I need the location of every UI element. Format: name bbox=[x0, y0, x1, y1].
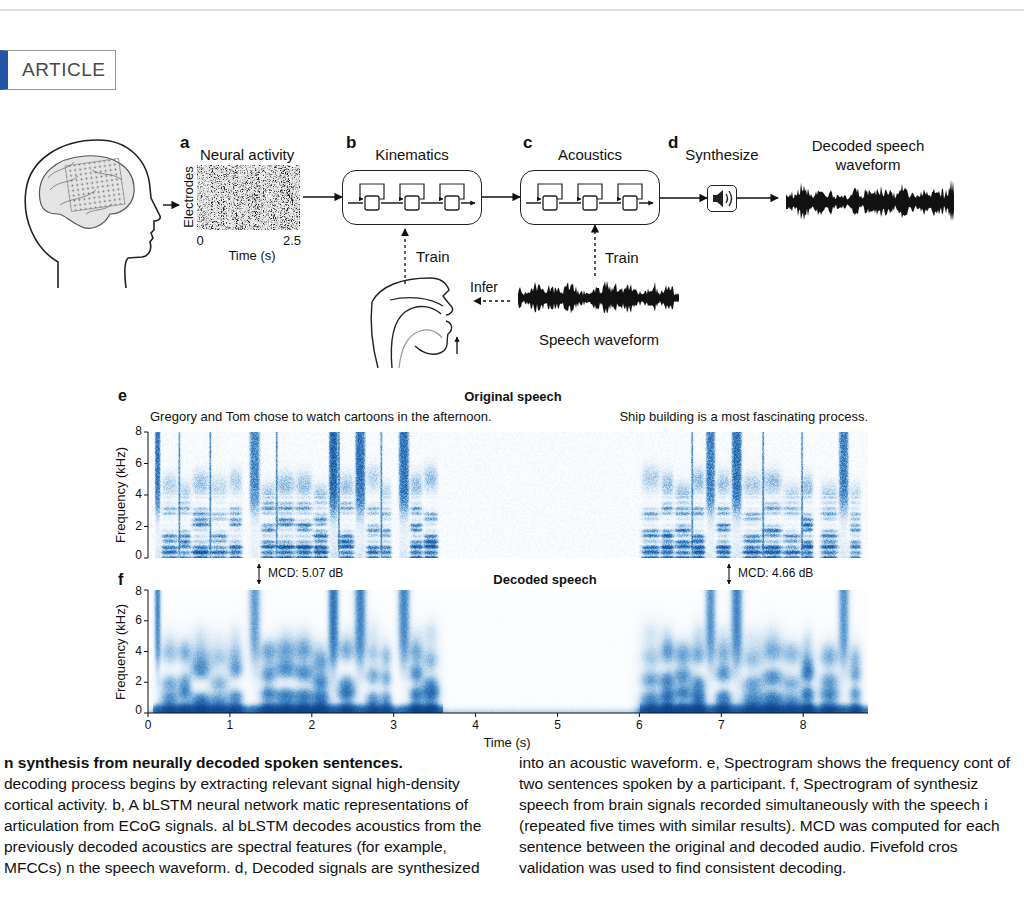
sentence-label: Gregory and Tom chose to watch cartoons … bbox=[150, 410, 492, 425]
node-heading: Speech waveform bbox=[539, 331, 659, 349]
panel-title: Decoded speech bbox=[493, 573, 596, 588]
sentence-label: Ship building is a most fascinating proc… bbox=[619, 410, 868, 425]
neural-heatmap bbox=[197, 165, 300, 230]
decoded-waveform-trace bbox=[786, 180, 954, 221]
tick-label: 6 bbox=[135, 614, 142, 628]
axes bbox=[144, 432, 868, 717]
arrow-label: Train bbox=[416, 248, 450, 265]
movement-arrow bbox=[456, 337, 457, 354]
palate-line bbox=[390, 298, 443, 306]
neural-activity-panel: Neural activity bbox=[197, 145, 303, 233]
tick-label: 2 bbox=[135, 675, 142, 689]
tick-label: 6 bbox=[636, 719, 643, 733]
panel-letter: a bbox=[180, 133, 189, 153]
axis-title: Time (s) bbox=[228, 249, 275, 264]
article-badge: ARTICLE bbox=[0, 50, 116, 90]
acoustics-network: Acoustics bbox=[520, 170, 660, 225]
tick-label: 3 bbox=[390, 719, 397, 733]
head-illustration bbox=[25, 140, 160, 288]
mcd-arrow bbox=[258, 564, 259, 584]
panel-letter: b bbox=[346, 133, 356, 153]
node-heading: ARTICLE bbox=[22, 58, 105, 82]
panel-title: Original speech bbox=[464, 390, 562, 405]
lstm-cells bbox=[348, 184, 475, 210]
metric-label: MCD: 4.66 dB bbox=[738, 567, 813, 581]
axis-title: Frequency (kHz) bbox=[114, 447, 129, 543]
train-arrow bbox=[404, 229, 405, 284]
speaker-icon bbox=[713, 190, 732, 207]
speech-waveform: Speech waveform bbox=[513, 276, 685, 352]
flow-arrow bbox=[737, 197, 778, 198]
tick-label: 4 bbox=[472, 719, 479, 733]
tick-label: 5 bbox=[554, 719, 561, 733]
decoded-waveform: Decoded speech waveform bbox=[778, 136, 958, 230]
node-heading: Synthesize bbox=[685, 146, 758, 164]
tick-label: 0 bbox=[135, 704, 142, 718]
axis-title: Time (s) bbox=[483, 736, 530, 751]
tongue-outline bbox=[391, 306, 441, 368]
figure-title: n synthesis from neurally decoded spoken… bbox=[4, 752, 505, 773]
head-outline bbox=[25, 140, 160, 288]
tick-label: 2 bbox=[135, 520, 142, 534]
infer-arrow bbox=[474, 300, 510, 301]
tick-label: 8 bbox=[800, 719, 807, 733]
node-heading: Kinematics bbox=[375, 146, 448, 164]
tick-label: 0 bbox=[196, 234, 203, 249]
tick-label: 4 bbox=[135, 645, 142, 659]
node-heading: Decoded speech waveform bbox=[798, 136, 938, 174]
tick-label: 1 bbox=[227, 719, 234, 733]
flow-arrow bbox=[163, 204, 179, 205]
edge-label: Train bbox=[605, 249, 639, 266]
tick-label: 2 bbox=[308, 719, 315, 733]
flow-arrow bbox=[660, 197, 707, 198]
tick-label: 2.5 bbox=[283, 234, 301, 249]
flow-arrow bbox=[482, 196, 520, 197]
panel-letter: c bbox=[523, 133, 532, 153]
kinematics-network: Kinematics bbox=[342, 170, 482, 225]
tick-label: 4 bbox=[135, 488, 142, 502]
tick-label: 6 bbox=[135, 457, 142, 471]
jaw-line bbox=[399, 330, 442, 368]
lstm-cells bbox=[526, 184, 653, 210]
node-heading: Acoustics bbox=[558, 146, 622, 164]
axis-title: Electrodes bbox=[182, 166, 197, 227]
x-axis bbox=[148, 713, 868, 714]
nose-lip-outline bbox=[372, 278, 453, 315]
vocal-tract-illustration bbox=[371, 278, 457, 368]
tick-label: 8 bbox=[135, 585, 142, 599]
flow-arrow bbox=[303, 196, 342, 197]
panel-letter: f bbox=[118, 571, 123, 589]
tick-label: 0 bbox=[135, 549, 142, 563]
y-ticks bbox=[144, 432, 148, 713]
panel-letter: e bbox=[118, 387, 127, 405]
panel-letter: d bbox=[668, 133, 678, 153]
node-heading: Neural activity bbox=[200, 146, 294, 164]
original-spectrogram bbox=[148, 432, 868, 558]
jaw-outline bbox=[415, 321, 452, 354]
synthesizer-box: Synthesize bbox=[707, 185, 737, 212]
mcd-arrow bbox=[728, 564, 729, 584]
axis-title: Frequency (kHz) bbox=[114, 604, 129, 700]
tick-label: 0 bbox=[145, 719, 152, 733]
tick-label: 8 bbox=[135, 425, 142, 439]
speaker-body bbox=[713, 190, 723, 207]
speech-waveform-trace bbox=[518, 281, 679, 314]
pharynx-wall bbox=[371, 302, 378, 368]
caption-block: n synthesis from neurally decoded spoken… bbox=[4, 752, 1020, 878]
brain-shape bbox=[39, 156, 134, 229]
top-rule bbox=[0, 10, 1024, 11]
flow-arrow bbox=[594, 225, 595, 276]
electrode-grid bbox=[65, 158, 125, 211]
tick-label: 7 bbox=[718, 719, 725, 733]
x-ticks bbox=[148, 713, 803, 717]
decoded-spectrogram bbox=[148, 590, 868, 713]
sound-waves bbox=[726, 191, 732, 206]
arrow-label: Infer bbox=[470, 279, 498, 295]
metric-label: MCD: 5.07 dB bbox=[268, 567, 343, 581]
